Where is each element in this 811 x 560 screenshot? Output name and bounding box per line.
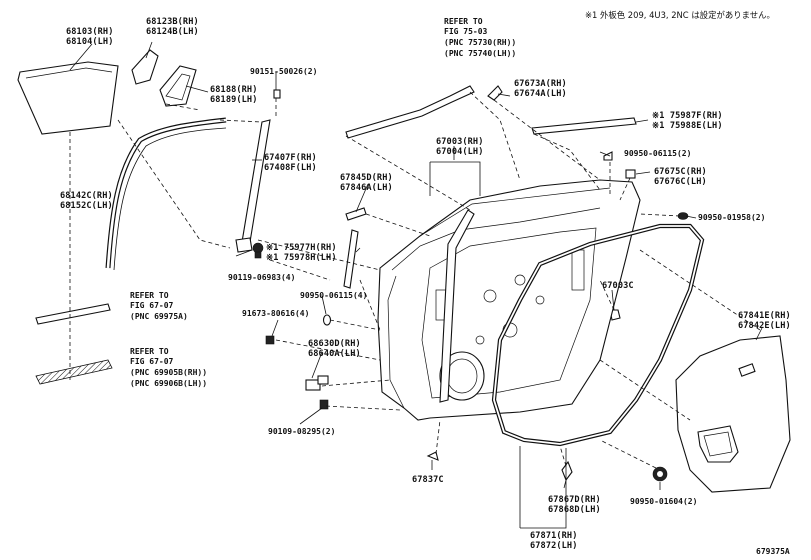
label-68152c: 68152C(LH) bbox=[60, 201, 113, 211]
grommet-67675-part bbox=[625, 169, 636, 179]
label-68188: 68188(RH) bbox=[210, 85, 257, 95]
label-67004: 67004(LH) bbox=[436, 147, 483, 157]
label-67868d: 67868D(LH) bbox=[548, 505, 601, 515]
label-90151: 90151-50026(2) bbox=[250, 67, 317, 76]
screw-91673-part bbox=[265, 335, 275, 345]
label-67003c: 67003C bbox=[602, 281, 634, 291]
belt-moulding-strip-b bbox=[35, 359, 113, 385]
ref-fig67a-line1: REFER TO bbox=[130, 291, 169, 300]
label-68189: 68189(LH) bbox=[210, 95, 257, 105]
plug-90950c-part bbox=[322, 314, 332, 326]
label-67408f: 67408F(LH) bbox=[264, 163, 317, 173]
run-channel-part bbox=[105, 117, 227, 271]
label-67841e: 67841E(RH) bbox=[738, 311, 791, 321]
label-90109: 90109-08295(2) bbox=[268, 427, 335, 436]
rear-door-panel-part bbox=[377, 179, 641, 421]
label-67674a: 67674A(LH) bbox=[514, 89, 567, 99]
ref-fig75-line1: REFER TO bbox=[444, 17, 483, 26]
door-glass-part bbox=[17, 61, 119, 135]
label-90950c: 90950-06115(4) bbox=[300, 291, 367, 300]
label-67871: 67871(RH) bbox=[530, 531, 577, 541]
label-90950d: 90950-01604(2) bbox=[630, 497, 697, 506]
clip-90950d-part bbox=[652, 466, 668, 482]
label-91673: 91673-80616(4) bbox=[242, 309, 309, 318]
ref-fig67a-line3: (PNC 69975A) bbox=[130, 312, 188, 321]
leader-lines bbox=[69, 41, 763, 529]
label-90950b: 90950-01958(2) bbox=[698, 213, 765, 222]
belt-moulding-strip-a bbox=[35, 303, 111, 325]
hinge-68630-part bbox=[305, 375, 329, 391]
service-hole-cover-part bbox=[675, 335, 791, 493]
label-67407f: 67407F(RH) bbox=[264, 153, 317, 163]
note-text: ※1 外板色 209, 4U3, 2NC は設定がありません。 bbox=[585, 10, 775, 20]
label-67675c: 67675C(RH) bbox=[654, 167, 707, 177]
ref-fig75-line3: (PNC 75730(RH)) bbox=[444, 38, 516, 47]
label-67872: 67872(LH) bbox=[530, 541, 577, 551]
label-68630d: 68630D(RH) bbox=[308, 339, 361, 349]
dashed-guide-lines bbox=[69, 91, 761, 469]
label-67867d: 67867D(RH) bbox=[548, 495, 601, 505]
ref-fig67a-line2: FIG 67-07 bbox=[130, 301, 174, 310]
quarter-frame-part bbox=[159, 65, 197, 107]
part-labels: 68103(RH) 68104(LH) 68123B(RH) 68124B(LH… bbox=[60, 17, 791, 556]
division-bar-part bbox=[235, 119, 271, 253]
label-68124b: 68124B(LH) bbox=[146, 27, 199, 37]
ref-fig67b-line1: REFER TO bbox=[130, 347, 169, 356]
clip-90950a-part bbox=[603, 151, 613, 161]
label-68103: 68103(RH) bbox=[66, 27, 113, 37]
label-67003: 67003(RH) bbox=[436, 137, 483, 147]
label-67837c: 67837C bbox=[412, 475, 444, 485]
ref-fig75-line4: (PNC 75740(LH)) bbox=[444, 49, 516, 58]
label-68142c: 68142C(RH) bbox=[60, 191, 113, 201]
label-90119: 90119-06983(4) bbox=[228, 273, 295, 282]
diagram-id: 679375A bbox=[756, 547, 790, 556]
moulding-75987-part bbox=[531, 117, 637, 135]
label-90950a: 90950-06115(2) bbox=[624, 149, 691, 158]
ref-fig67b-line3: (PNC 69905B(RH)) bbox=[130, 368, 207, 377]
bracket-67845-part bbox=[345, 207, 367, 221]
clip-90151-part bbox=[273, 89, 281, 99]
label-68104: 68104(LH) bbox=[66, 37, 113, 47]
ref-fig67b-line4: (PNC 69906B(LH)) bbox=[130, 379, 207, 388]
ref-fig67b-line2: FIG 67-07 bbox=[130, 357, 174, 366]
label-75978h: ※1 75978H(LH) bbox=[266, 253, 337, 263]
door-weatherstrip-part bbox=[491, 223, 705, 447]
label-67676c: 67676C(LH) bbox=[654, 177, 707, 187]
bolt-90109-part bbox=[319, 399, 329, 410]
quarter-glass-part bbox=[131, 49, 159, 85]
clip-67867-part bbox=[561, 460, 573, 482]
belt-moulding-75730-part bbox=[345, 85, 475, 139]
label-67842e: 67842E(LH) bbox=[738, 321, 791, 331]
ref-fig75-line2: FIG 75-03 bbox=[444, 27, 488, 36]
label-75977h: ※1 75977H(RH) bbox=[266, 243, 337, 253]
label-75988e: ※1 75988E(LH) bbox=[652, 121, 723, 131]
bolt-90119-part bbox=[252, 242, 264, 259]
plug-67837c-part bbox=[426, 451, 439, 461]
label-67846a: 67846A(LH) bbox=[340, 183, 393, 193]
label-68123b: 68123B(RH) bbox=[146, 17, 199, 27]
label-68640a: 68640A(LH) bbox=[308, 349, 361, 359]
stopper-67673-part bbox=[487, 85, 503, 101]
label-67673a: 67673A(RH) bbox=[514, 79, 567, 89]
label-67845d: 67845D(RH) bbox=[340, 173, 393, 183]
label-75987f: ※1 75987F(RH) bbox=[652, 111, 723, 121]
pad-75977-part bbox=[343, 229, 359, 289]
